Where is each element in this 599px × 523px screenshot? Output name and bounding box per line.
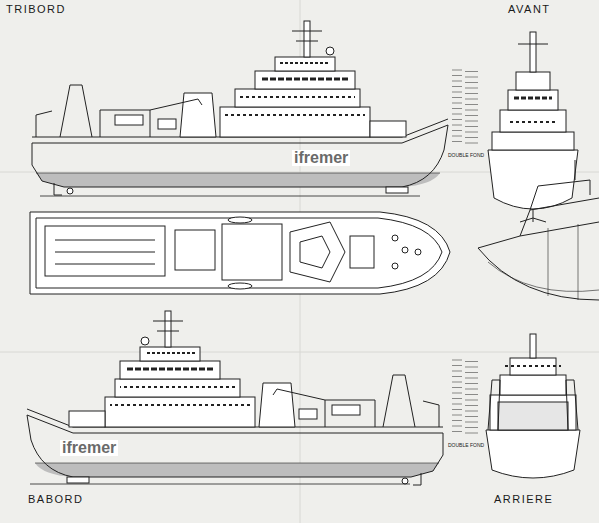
table-row-stroke <box>452 393 462 394</box>
table-row-stroke <box>465 126 478 127</box>
table-row-stroke <box>452 130 462 131</box>
table-row-stroke <box>452 125 462 126</box>
table-row-stroke <box>452 409 462 410</box>
table-row-stroke <box>465 93 478 94</box>
table-row-stroke <box>465 422 478 423</box>
table-row-stroke <box>452 75 462 76</box>
scale-ruler <box>40 196 420 197</box>
table-row-stroke <box>465 405 478 406</box>
table-row-stroke <box>452 371 462 372</box>
hull-logo: ifremer <box>292 150 350 166</box>
table-row-stroke <box>465 82 478 83</box>
hull-logo: ifremer <box>60 440 118 456</box>
view-title: BABORD <box>28 494 83 505</box>
table-row-stroke <box>465 104 478 105</box>
table-row-stroke <box>465 132 478 133</box>
table-row-stroke <box>465 427 478 428</box>
port-profile <box>27 311 443 485</box>
view-title: ARRIERE <box>494 494 553 505</box>
table-row-stroke <box>465 88 478 89</box>
table-row-stroke <box>465 416 478 417</box>
table-row-stroke <box>465 411 478 412</box>
table-row-stroke <box>465 137 478 138</box>
table-row-stroke <box>452 382 462 383</box>
table-row-stroke <box>465 99 478 100</box>
table-row-stroke <box>452 92 462 93</box>
table-row-stroke <box>465 378 478 379</box>
scale-ruler <box>30 484 410 485</box>
table-row-stroke <box>465 71 478 72</box>
table-row-stroke <box>452 376 462 377</box>
table-row-stroke <box>452 103 462 104</box>
table-row-stroke <box>452 365 462 366</box>
table-row-stroke <box>452 97 462 98</box>
table-row-stroke <box>452 431 462 432</box>
rear-view <box>486 334 580 478</box>
table-row-stroke <box>465 143 478 144</box>
table-row-stroke <box>452 141 462 142</box>
table-row-stroke <box>452 426 462 427</box>
front-view <box>488 32 578 222</box>
view-title: TRIBORD <box>6 4 66 15</box>
table-row-stroke <box>452 70 462 71</box>
table-row-stroke <box>465 77 478 78</box>
view-title: AVANT <box>508 4 551 15</box>
table-row-stroke <box>465 121 478 122</box>
table-row-stroke <box>452 360 462 361</box>
table-row-stroke <box>452 415 462 416</box>
table-row-stroke <box>452 114 462 115</box>
perspective-view <box>478 160 599 300</box>
table-row-stroke <box>452 108 462 109</box>
table-row-stroke <box>465 110 478 111</box>
table-row-stroke <box>452 136 462 137</box>
starboard-profile <box>32 21 448 195</box>
table-row-stroke <box>452 420 462 421</box>
table-row-stroke <box>465 433 478 434</box>
table-row-stroke <box>465 372 478 373</box>
table-row-stroke <box>465 389 478 390</box>
table-row-stroke <box>465 361 478 362</box>
table-note: DOUBLE FOND <box>448 153 484 158</box>
table-row-stroke <box>465 115 478 116</box>
table-row-stroke <box>465 394 478 395</box>
table-note: DOUBLE FOND <box>448 443 484 448</box>
table-row-stroke <box>452 398 462 399</box>
table-row-stroke <box>465 383 478 384</box>
table-row-stroke <box>452 86 462 87</box>
deck-plan-view <box>30 212 450 294</box>
table-row-stroke <box>452 81 462 82</box>
table-row-stroke <box>452 119 462 120</box>
table-row-stroke <box>452 387 462 388</box>
table-row-stroke <box>465 367 478 368</box>
table-row-stroke <box>465 400 478 401</box>
table-row-stroke <box>452 404 462 405</box>
deck-level-table <box>452 70 478 433</box>
